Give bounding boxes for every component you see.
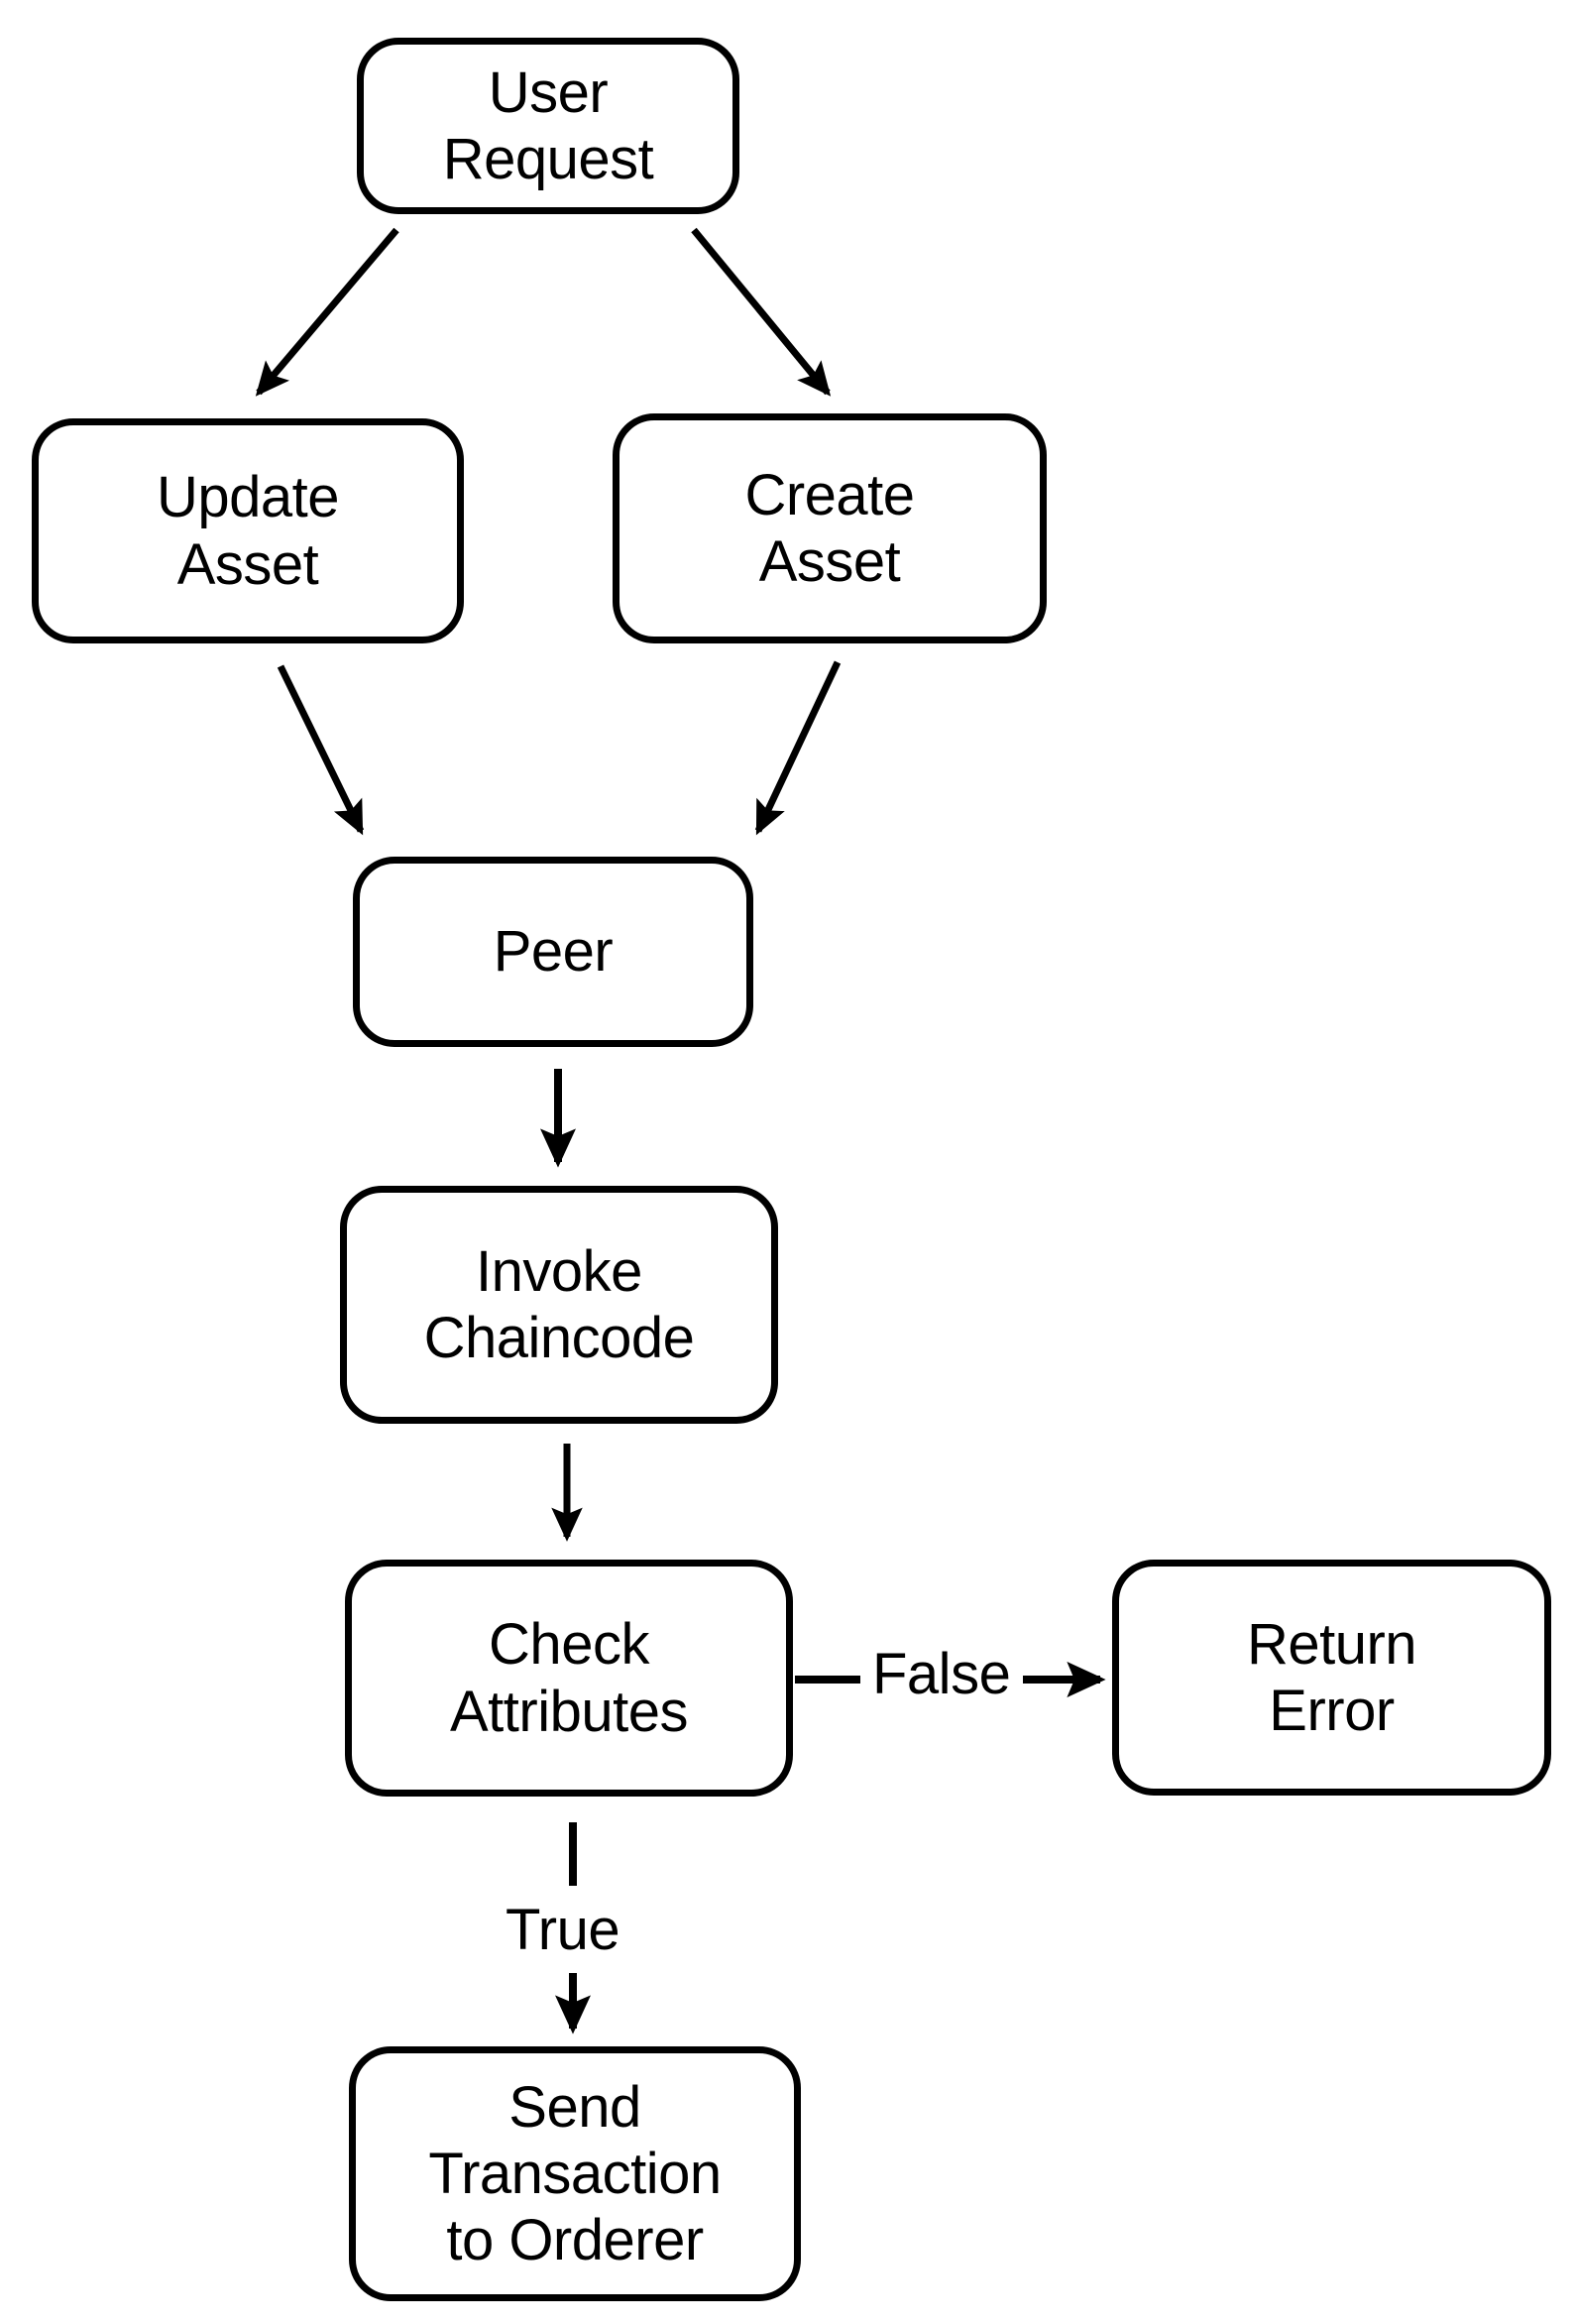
node-return-error[interactable]: Return Error bbox=[1112, 1560, 1551, 1796]
edge-update-asset-to-peer bbox=[277, 664, 365, 836]
edge-user-request-to-update-asset bbox=[255, 227, 399, 397]
node-peer[interactable]: Peer bbox=[353, 857, 753, 1047]
node-check-attributes[interactable]: Check Attributes bbox=[345, 1560, 793, 1797]
edge-user-request-to-create-asset bbox=[691, 227, 832, 397]
edge-label-true: True bbox=[506, 1898, 620, 1962]
node-invoke-chaincode[interactable]: Invoke Chaincode bbox=[340, 1186, 778, 1424]
edge-create-asset-to-peer bbox=[754, 660, 842, 836]
node-create-asset[interactable]: Create Asset bbox=[613, 413, 1047, 643]
node-user-request[interactable]: User Request bbox=[357, 38, 739, 214]
edge-label-false: False bbox=[872, 1642, 1011, 1706]
node-update-asset[interactable]: Update Asset bbox=[32, 418, 464, 643]
node-send-transaction-to-orderer[interactable]: Send Transaction to Orderer bbox=[349, 2046, 801, 2301]
